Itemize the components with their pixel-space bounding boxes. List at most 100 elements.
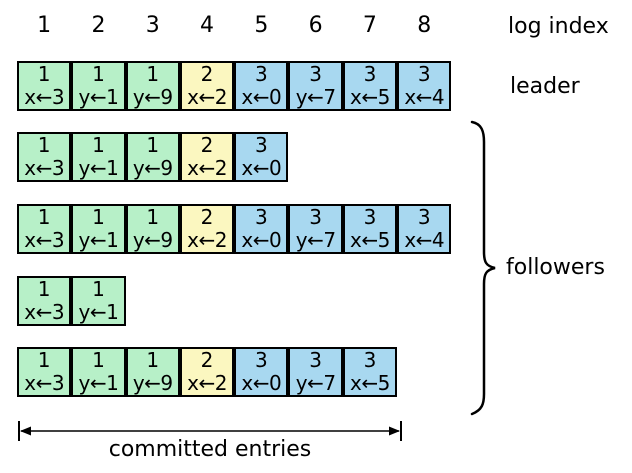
entry-term: 3 — [417, 62, 431, 86]
entry-term: 1 — [146, 62, 160, 86]
committed-entries-label: committed entries — [108, 437, 312, 462]
entry-term: 1 — [92, 348, 105, 372]
log-index-number: 7 — [362, 13, 377, 38]
committed-range-arrow — [18, 421, 402, 441]
entry-term: 2 — [200, 62, 214, 86]
log-index-row: 1 2 3 4 5 6 7 8 — [17, 13, 451, 39]
entry-term: 1 — [37, 348, 51, 372]
entry-command: x←5 — [350, 228, 390, 252]
log-index-number: 8 — [417, 13, 432, 38]
entry-command: y←7 — [295, 371, 336, 395]
entry-command: x←4 — [404, 228, 445, 252]
entry-command: x←2 — [187, 85, 227, 109]
entry-term: 2 — [200, 133, 214, 157]
log-index-label: log index — [508, 14, 609, 39]
entry-command: x←3 — [24, 85, 65, 109]
entry-term: 1 — [37, 133, 51, 157]
entry-command: x←0 — [241, 371, 282, 395]
entry-term: 2 — [200, 205, 214, 229]
entry-term: 3 — [363, 62, 377, 86]
entry-command: x←3 — [24, 300, 65, 324]
entry-term: 1 — [92, 277, 105, 301]
entry-command: x←2 — [187, 156, 227, 180]
entry-command: y←9 — [132, 371, 173, 395]
entry-term: 1 — [37, 277, 51, 301]
log-index-number: 4 — [200, 13, 215, 38]
entry-command: x←2 — [187, 228, 227, 252]
entry-term: 3 — [309, 205, 322, 229]
entry-command: x←3 — [24, 371, 65, 395]
entry-term: 3 — [363, 348, 377, 372]
entry-term: 3 — [417, 205, 431, 229]
entry-term: 1 — [146, 348, 160, 372]
entry-command: y←1 — [78, 85, 119, 109]
entry-command: x←3 — [24, 156, 65, 180]
entry-term: 1 — [92, 62, 105, 86]
log-index-number: 6 — [308, 13, 323, 38]
entry-term: 1 — [92, 133, 105, 157]
log-index-number: 1 — [37, 13, 52, 38]
entry-command: y←9 — [132, 85, 173, 109]
entry-command: y←1 — [78, 300, 119, 324]
entry-term: 1 — [146, 133, 160, 157]
entry-command: x←0 — [241, 156, 282, 180]
entry-term: 3 — [254, 205, 268, 229]
entry-term: 3 — [309, 62, 322, 86]
followers-label: followers — [506, 255, 605, 280]
leader-label: leader — [510, 74, 580, 99]
entry-command: x←2 — [187, 371, 227, 395]
entry-command: x←5 — [350, 85, 390, 109]
entry-command: y←1 — [78, 228, 119, 252]
entry-term: 3 — [363, 205, 377, 229]
entry-term: 1 — [92, 205, 105, 229]
log-index-number: 2 — [91, 13, 106, 38]
entry-term: 3 — [254, 133, 268, 157]
entry-command: y←1 — [78, 156, 119, 180]
entry-term: 3 — [254, 348, 268, 372]
entry-term: 2 — [200, 348, 214, 372]
entry-term: 3 — [309, 348, 322, 372]
followers-brace — [470, 120, 496, 416]
entry-command: y←7 — [295, 85, 336, 109]
entry-command: y←9 — [132, 156, 173, 180]
entry-command: x←4 — [404, 85, 445, 109]
entry-command: y←1 — [78, 371, 119, 395]
log-index-number: 3 — [145, 13, 160, 38]
log-index-number: 5 — [254, 13, 269, 38]
entry-command: y←7 — [295, 228, 336, 252]
entry-command: x←0 — [241, 228, 282, 252]
entry-command: x←5 — [350, 371, 390, 395]
